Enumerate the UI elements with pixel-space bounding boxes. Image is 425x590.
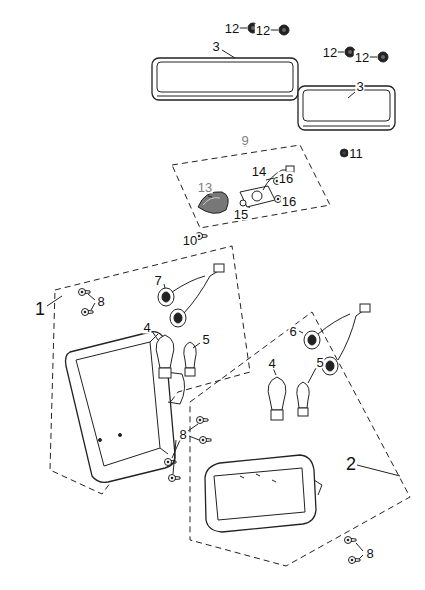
reflector-lens	[152, 58, 395, 130]
group-outline	[190, 312, 410, 566]
headlight-unit	[76, 342, 160, 466]
callout-number: 6	[288, 325, 297, 338]
reflector-lens	[152, 58, 298, 100]
headlight-unit	[314, 480, 322, 495]
bulb	[184, 342, 196, 368]
bulb-socket	[214, 264, 224, 272]
license-lamp	[240, 186, 275, 207]
callout-number: 5	[201, 333, 210, 346]
callout-number: 5	[315, 356, 324, 369]
screw	[356, 543, 363, 559]
bulb-socket	[158, 288, 174, 306]
bulb	[152, 331, 316, 420]
screw	[200, 437, 212, 444]
callout-number: 16	[278, 172, 294, 185]
bulb	[298, 408, 308, 416]
headlight-unit	[66, 332, 176, 483]
group-outline	[50, 246, 250, 494]
license-lamp	[196, 166, 295, 240]
bulb	[268, 377, 286, 410]
headlight-unit	[119, 434, 122, 437]
license-lamp	[240, 200, 246, 206]
callout-number: 3	[355, 80, 364, 93]
group-outline	[172, 145, 330, 228]
screw	[88, 294, 95, 310]
screw	[79, 289, 364, 564]
headlight-unit	[205, 455, 322, 532]
headlight-unit	[99, 439, 102, 442]
screw	[197, 417, 209, 424]
bulb	[185, 368, 195, 376]
bulb	[159, 368, 171, 378]
bulb-socket	[308, 335, 316, 345]
screw	[172, 424, 199, 474]
reflector-lens	[303, 90, 390, 121]
callout-number: 12	[224, 22, 240, 35]
screw	[349, 557, 361, 564]
callout-number: 12	[255, 24, 271, 37]
leader-line	[47, 296, 62, 306]
screw	[345, 537, 357, 544]
license-lamp	[208, 196, 212, 197]
nut	[378, 52, 388, 62]
leader-line	[357, 465, 400, 476]
callout-number: 12	[322, 46, 338, 59]
callout-number: 4	[142, 321, 151, 334]
callout-number: 16	[281, 195, 297, 208]
callout-number: 8	[365, 547, 374, 560]
group-outline	[50, 246, 410, 566]
callout-number: 7	[153, 274, 162, 287]
bulb	[152, 331, 316, 383]
reflector-lens	[157, 96, 293, 97]
callout-number: 8	[96, 295, 105, 308]
bulb-socket	[174, 313, 182, 323]
leader-line	[47, 145, 400, 476]
callout-number: 4	[267, 357, 276, 370]
callout-number: 10	[182, 234, 198, 247]
bulb-socket	[326, 361, 334, 371]
bulb-socket	[158, 264, 370, 375]
bulb-socket	[304, 331, 320, 349]
callout-number: 11	[348, 147, 364, 160]
callout-number: 9	[240, 134, 249, 147]
callout-number: 15	[233, 208, 249, 221]
bulb-socket	[162, 292, 170, 302]
license-lamp	[203, 198, 220, 205]
callout-number: 8	[178, 428, 187, 441]
bulb	[297, 382, 309, 408]
bulb	[271, 410, 283, 420]
bulb-socket	[164, 284, 165, 288]
headlight-unit	[214, 468, 305, 520]
bulb	[156, 335, 174, 368]
callout-number: 2	[345, 455, 357, 473]
leader-line	[222, 28, 377, 153]
headlight-unit	[240, 474, 276, 482]
callout-number: 13	[197, 181, 213, 194]
nut	[248, 23, 388, 157]
group-outline	[172, 145, 330, 228]
reflector-lens	[157, 62, 293, 92]
reflector-lens	[298, 86, 395, 130]
callout-number: 1	[34, 300, 46, 318]
headlight-unit	[66, 332, 185, 483]
bulb-socket	[170, 309, 186, 327]
callout-number: 3	[211, 40, 220, 53]
callout-number: 12	[354, 51, 370, 64]
bulb-socket	[360, 304, 370, 312]
bulb-socket	[172, 270, 220, 313]
headlight-unit	[205, 455, 316, 532]
nut	[340, 149, 348, 157]
screw	[169, 475, 181, 482]
bulb-socket	[318, 310, 364, 360]
reflector-lens	[303, 126, 390, 127]
nut	[279, 25, 289, 35]
license-lamp	[252, 191, 262, 201]
bulb-socket	[299, 331, 303, 333]
license-lamp	[198, 192, 228, 214]
callout-number: 14	[251, 165, 267, 178]
